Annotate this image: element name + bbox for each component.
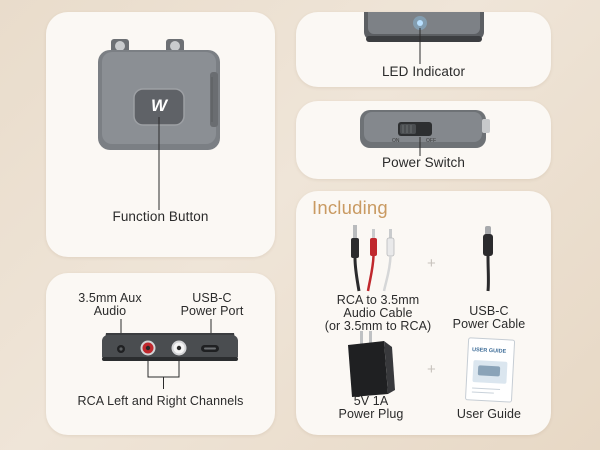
function-button-label: Function Button [112,209,209,224]
plus-icon: + [427,361,436,378]
including-heading: Including [312,197,388,218]
usb-c-power-port-label: USB-C Power Port [180,291,244,319]
power-plug-label: 5V 1A Power Plug [338,394,404,422]
power-switch-label: Power Switch [382,155,465,170]
usb-c-cable-label: USB-C Power Cable [452,304,526,332]
led-indicator-label: LED Indicator [381,64,466,79]
including-card: Including USER GUIDE + + RCA [296,191,551,435]
accessories-illustration [348,225,516,403]
ports-side-illustration [102,319,238,389]
user-guide-label: User Guide [456,407,522,421]
switch-on-label: ON [392,138,400,144]
ports-card: 3.5mm Aux Audio USB-C Power Port RCA Lef… [46,273,275,435]
led-indicator-card: LED Indicator [296,12,551,87]
aux-audio-label: 3.5mm Aux Audio [78,291,142,319]
switch-off-label: OFF [426,138,436,144]
function-button-card: W Function Button [46,12,275,257]
rca-channels-label: RCA Left and Right Channels [77,394,244,408]
device-top-view-illustration [98,39,220,210]
power-switch-card: ON OFF Power Switch [296,101,551,179]
plus-icon: + [427,255,436,272]
led-device-illustration [364,12,484,64]
rca-cable-label: RCA to 3.5mm Audio Cable (or 3.5mm to RC… [324,293,432,334]
switch-device-illustration [360,110,490,156]
brand-logo-icon: W [150,96,168,115]
